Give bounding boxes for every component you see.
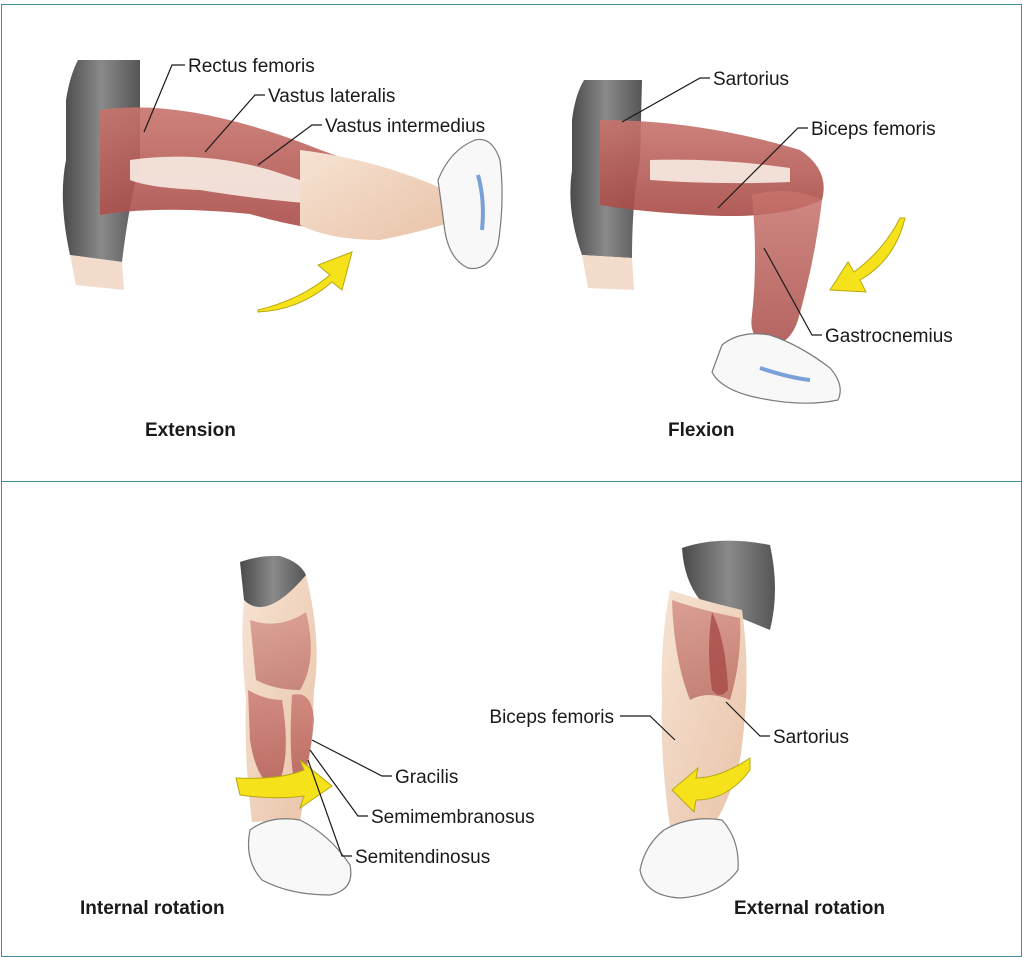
extension-arrow <box>258 252 352 312</box>
thigh-muscles <box>250 612 311 690</box>
caption-internal-rotation: Internal rotation <box>80 898 225 919</box>
label-semimembranosus: Semimembranosus <box>371 807 535 828</box>
label-vastus-lateralis: Vastus lateralis <box>268 86 395 107</box>
leader-gracilis <box>312 740 392 776</box>
shoe <box>249 819 351 895</box>
caption-external-rotation: External rotation <box>734 898 885 919</box>
label-biceps-femoris-external: Biceps femoris <box>489 707 614 728</box>
hip-skin <box>582 255 634 290</box>
shoe <box>712 334 840 403</box>
flexion-arrow <box>830 218 905 292</box>
label-semitendinosus: Semitendinosus <box>355 847 490 868</box>
caption-flexion: Flexion <box>668 420 735 441</box>
shoe <box>640 819 738 898</box>
label-vastus-intermedius: Vastus intermedius <box>325 116 485 137</box>
label-gastrocnemius: Gastrocnemius <box>825 326 953 347</box>
calf <box>751 191 822 345</box>
label-gracilis: Gracilis <box>395 767 458 788</box>
label-sartorius-flexion: Sartorius <box>713 69 789 90</box>
label-sartorius-external: Sartorius <box>773 727 849 748</box>
label-biceps-femoris-flexion: Biceps femoris <box>811 119 936 140</box>
label-rectus-femoris: Rectus femoris <box>188 56 315 77</box>
external-rotation-illustration <box>640 541 775 898</box>
shoe <box>438 139 502 268</box>
shin <box>300 150 452 240</box>
captions: Extension Flexion Internal rotation Exte… <box>80 420 885 919</box>
internal-rotation-illustration <box>236 556 351 895</box>
caption-extension: Extension <box>145 420 236 441</box>
